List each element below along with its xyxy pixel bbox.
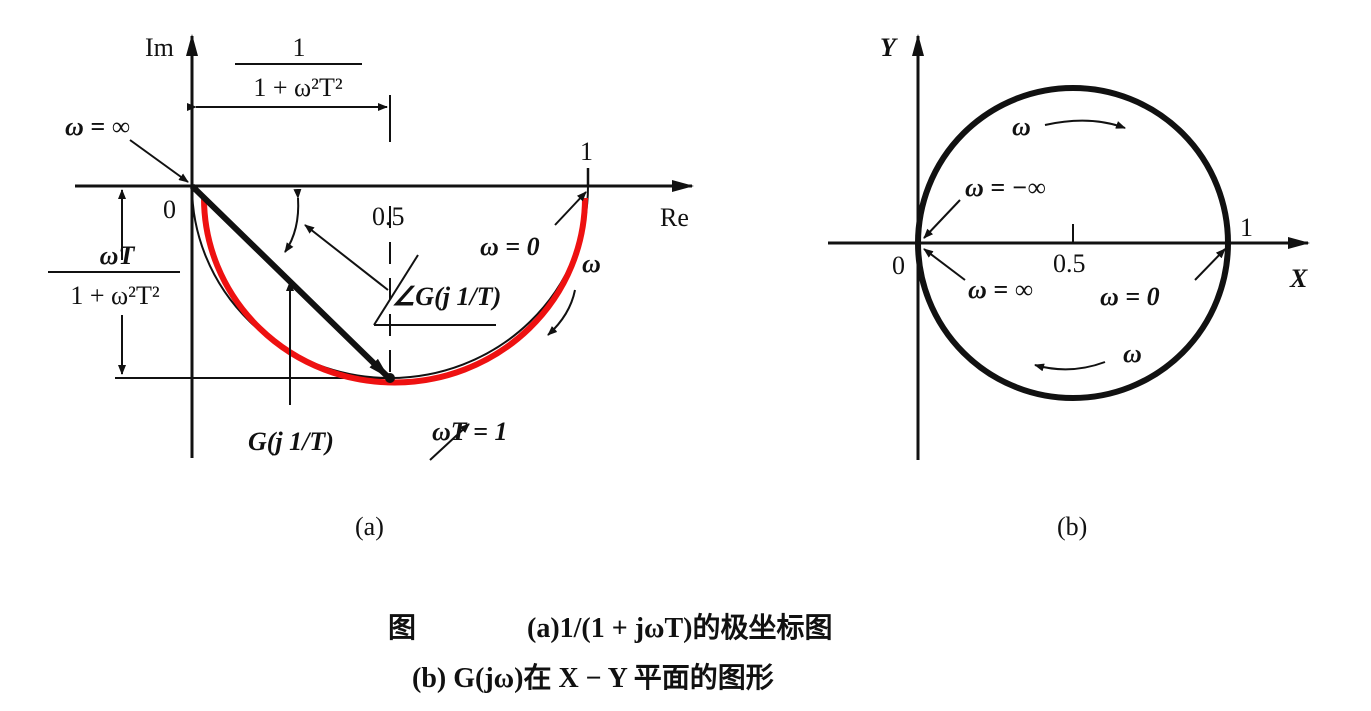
omega-zero-pointer (1194, 248, 1226, 281)
axis-y-label: Y (880, 33, 898, 62)
angle-symbol (373, 254, 419, 326)
sublabel-b: (b) (1057, 512, 1087, 541)
tick-one-label-b: 1 (1240, 213, 1253, 242)
re-dim-numerator: 1 (293, 33, 306, 62)
caption-line-1: (a)1/(1 + jωT)的极坐标图 (527, 613, 833, 644)
origin-label: 0 (163, 195, 176, 224)
nyquist-circle (915, 85, 1231, 401)
origin-label-b: 0 (892, 251, 905, 280)
omega-direction-arrow (547, 289, 576, 336)
nyquist-curve-red (201, 197, 588, 386)
point-wT1 (385, 373, 395, 383)
omega-zero-label-b: ω = 0 (1100, 282, 1160, 311)
panel-a: Im Re 0 0.5 1 1 1 + ω²T² ωT 1 + ω²T² ω =… (48, 33, 694, 541)
tick-half-label-b: 0.5 (1053, 249, 1086, 278)
omega-top-arrow (1044, 119, 1126, 129)
wT1-pointer (429, 423, 470, 461)
omega-inf-pointer (129, 139, 189, 183)
omega-inf-pointer (923, 248, 966, 281)
omega-neg-inf-pointer (923, 199, 961, 239)
caption-prefix: 图 (388, 613, 417, 644)
omega-zero-pointer (554, 191, 587, 226)
omega-top-label: ω (1012, 112, 1031, 141)
omega-bottom-label: ω (1123, 339, 1142, 368)
omega-neg-inf-label: ω = −∞ (965, 173, 1046, 202)
omega-direction-label: ω (582, 249, 601, 278)
im-dim-numerator: ωT (100, 241, 136, 270)
caption-line-2: (b) G(jω)在 X − Y 平面的图形 (412, 663, 774, 694)
angle-pointer (304, 224, 389, 291)
sublabel-a: (a) (355, 512, 384, 541)
axis-x-label: X (1289, 264, 1308, 293)
panel-b: Y X 0 0.5 1 ω ω ω = −∞ ω = ∞ ω = 0 (b) (828, 33, 1310, 541)
omega-T1-label: ωT = 1 (432, 417, 508, 446)
re-dim-denominator: 1 + ω²T² (253, 73, 342, 102)
axis-im-label: Im (145, 33, 174, 62)
angle-arc (284, 188, 302, 253)
tick-one-label: 1 (580, 137, 593, 166)
angle-label: ∠G(j 1/T) (392, 282, 501, 311)
omega-inf-label-b: ω = ∞ (968, 275, 1033, 304)
tick-half-label: 0.5 (372, 202, 405, 231)
im-dim-denominator: 1 + ω²T² (70, 281, 159, 310)
magnitude-label: G(j 1/T) (248, 427, 334, 456)
omega-bottom-arrow (1034, 361, 1106, 372)
axis-re-label: Re (660, 203, 689, 232)
omega-zero-label: ω = 0 (480, 232, 540, 261)
omega-inf-label: ω = ∞ (65, 112, 130, 141)
